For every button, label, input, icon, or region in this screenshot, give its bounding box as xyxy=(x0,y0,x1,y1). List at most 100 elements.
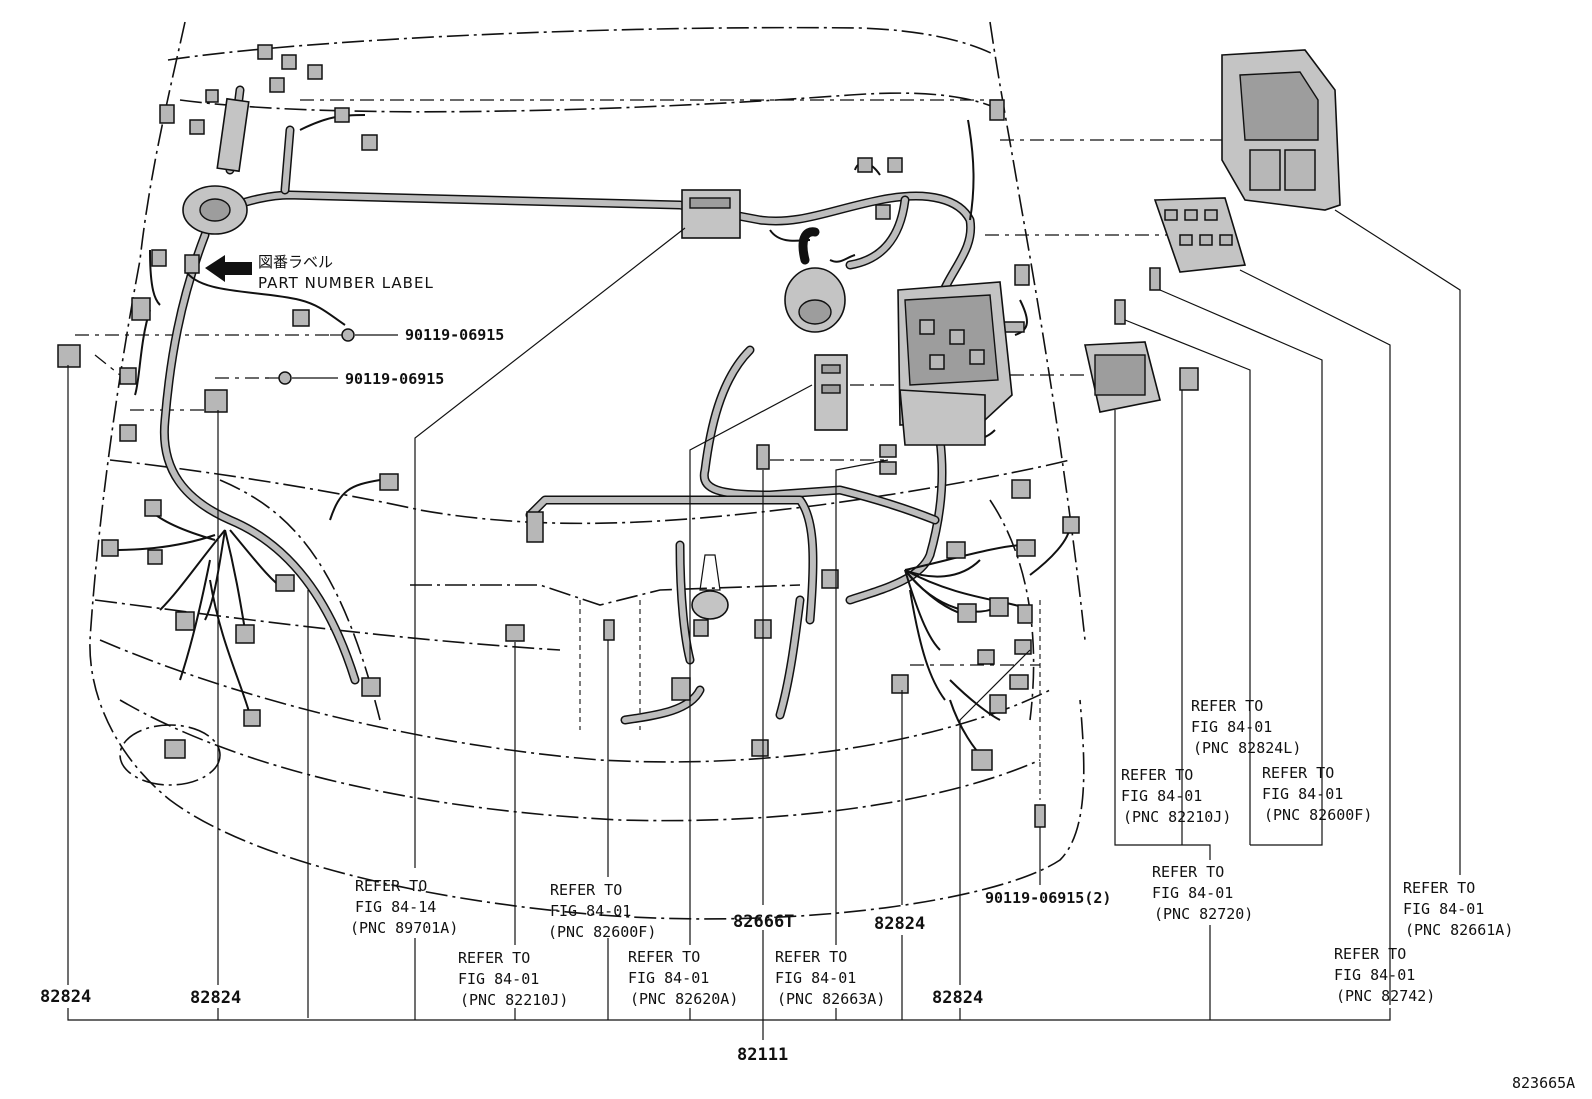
svg-text:REFER TO: REFER TO xyxy=(775,948,847,966)
main-wire-harness xyxy=(159,85,976,725)
connector xyxy=(879,444,897,458)
part-number-label-text: PART NUMBER LABEL xyxy=(258,274,434,292)
svg-text:FIG 84-01: FIG 84-01 xyxy=(1334,966,1415,984)
connector xyxy=(205,89,219,103)
bolt-right-label: 90119-06915(2) xyxy=(985,889,1111,907)
connector xyxy=(989,694,1007,714)
svg-text:REFER TO: REFER TO xyxy=(628,948,700,966)
jp-part-number-label: 図番ラベル xyxy=(258,253,333,271)
part-number-82824-d: 82824 xyxy=(932,988,983,1008)
connector xyxy=(257,44,273,60)
bolt-icon xyxy=(1034,804,1046,828)
bolt-icon xyxy=(278,371,292,385)
svg-text:FIG 84-01: FIG 84-01 xyxy=(775,969,856,987)
connector xyxy=(235,624,255,644)
svg-text:(PNC 82742): (PNC 82742) xyxy=(1336,987,1435,1005)
svg-text:REFER TO: REFER TO xyxy=(1191,697,1263,715)
svg-text:(PNC 82661A): (PNC 82661A) xyxy=(1405,921,1513,939)
dashed-leaders xyxy=(75,99,1310,800)
connector xyxy=(175,611,195,631)
connector xyxy=(379,473,399,491)
svg-text:FIG 84-01: FIG 84-01 xyxy=(1403,900,1484,918)
svg-text:REFER TO: REFER TO xyxy=(1262,764,1334,782)
connector xyxy=(144,499,162,517)
connector xyxy=(1016,539,1036,557)
bolt-lower-label: 90119-06915 xyxy=(345,370,444,388)
svg-text:(PNC 82210J): (PNC 82210J) xyxy=(1123,808,1231,826)
connector xyxy=(292,309,310,327)
components xyxy=(57,49,1341,620)
connector xyxy=(164,739,186,759)
bolt-icon xyxy=(341,328,355,342)
connector xyxy=(751,739,769,757)
connector xyxy=(334,107,350,123)
connector xyxy=(101,539,119,557)
connector xyxy=(151,249,167,267)
svg-text:FIG 84-01: FIG 84-01 xyxy=(550,902,631,920)
svg-text:(PNC 82824L): (PNC 82824L) xyxy=(1193,739,1301,757)
figure-id: 823665A xyxy=(1512,1074,1575,1092)
junction-connector xyxy=(681,189,741,239)
svg-text:REFER TO: REFER TO xyxy=(355,877,427,895)
connector xyxy=(989,597,1009,617)
connector xyxy=(1062,516,1080,534)
connector xyxy=(243,709,261,727)
bolt-upper-label: 90119-06915 xyxy=(405,326,504,344)
connector xyxy=(269,77,285,93)
callout-82824l: REFER TO FIG 84-01 (PNC 82824L) xyxy=(1191,697,1301,757)
connector xyxy=(879,461,897,475)
connector xyxy=(671,677,691,701)
connector xyxy=(1009,674,1029,690)
connector xyxy=(147,549,163,565)
bracket xyxy=(691,590,729,620)
svg-text:FIG 84-01: FIG 84-01 xyxy=(628,969,709,987)
clamp xyxy=(204,389,228,413)
callout-82742: REFER TO FIG 84-01 (PNC 82742) xyxy=(1334,945,1435,1005)
svg-text:(PNC 82210J): (PNC 82210J) xyxy=(460,991,568,1009)
fuse xyxy=(1114,299,1126,325)
connector xyxy=(1011,479,1031,499)
connector xyxy=(603,619,615,641)
svg-text:(PNC 82620A): (PNC 82620A) xyxy=(630,990,738,1008)
connector xyxy=(857,157,873,173)
callout-89701a: REFER TO FIG 84-14 (PNC 89701A) xyxy=(350,877,458,937)
part-number-82824-c: 82824 xyxy=(874,914,925,934)
svg-text:REFER TO: REFER TO xyxy=(458,949,530,967)
callout-82720: REFER TO FIG 84-01 (PNC 82720) xyxy=(1152,863,1253,923)
part-number-82824-a: 82824 xyxy=(40,987,91,1007)
clamp xyxy=(57,344,81,368)
connector xyxy=(361,677,381,697)
svg-text:REFER TO: REFER TO xyxy=(1121,766,1193,784)
connector xyxy=(505,624,525,642)
callout-82661a: REFER TO FIG 84-01 (PNC 82661A) xyxy=(1403,879,1513,939)
connector xyxy=(307,64,323,80)
callout-82210j-left: REFER TO FIG 84-01 (PNC 82210J) xyxy=(458,949,568,1009)
arrow-left-icon xyxy=(205,255,252,282)
callout-82600f-left: REFER TO FIG 84-01 (PNC 82600F) xyxy=(548,881,656,941)
connector xyxy=(957,603,977,623)
connector xyxy=(821,569,839,589)
svg-text:(PNC 82600F): (PNC 82600F) xyxy=(1264,806,1372,824)
connector xyxy=(1014,639,1032,655)
part-number-82666t: 82666T xyxy=(733,912,794,932)
connector xyxy=(1014,264,1030,286)
connector xyxy=(887,157,903,173)
connector xyxy=(946,541,966,559)
protector-tube xyxy=(216,97,250,173)
connector xyxy=(189,119,205,135)
connector xyxy=(361,134,378,151)
svg-text:(PNC 82720): (PNC 82720) xyxy=(1154,905,1253,923)
svg-text:REFER TO: REFER TO xyxy=(1152,863,1224,881)
connector xyxy=(971,749,993,771)
callout-82600f-right: REFER TO FIG 84-01 (PNC 82600F) xyxy=(1262,764,1372,824)
bolts xyxy=(265,328,1046,885)
svg-text:FIG 84-01: FIG 84-01 xyxy=(1191,718,1272,736)
clamp xyxy=(184,254,200,274)
svg-text:FIG 84-01: FIG 84-01 xyxy=(1152,884,1233,902)
svg-text:FIG 84-14: FIG 84-14 xyxy=(355,898,436,916)
svg-text:FIG 84-01: FIG 84-01 xyxy=(1121,787,1202,805)
connector xyxy=(693,619,709,637)
part-number-82824-b: 82824 xyxy=(190,988,241,1008)
connector xyxy=(989,99,1005,121)
